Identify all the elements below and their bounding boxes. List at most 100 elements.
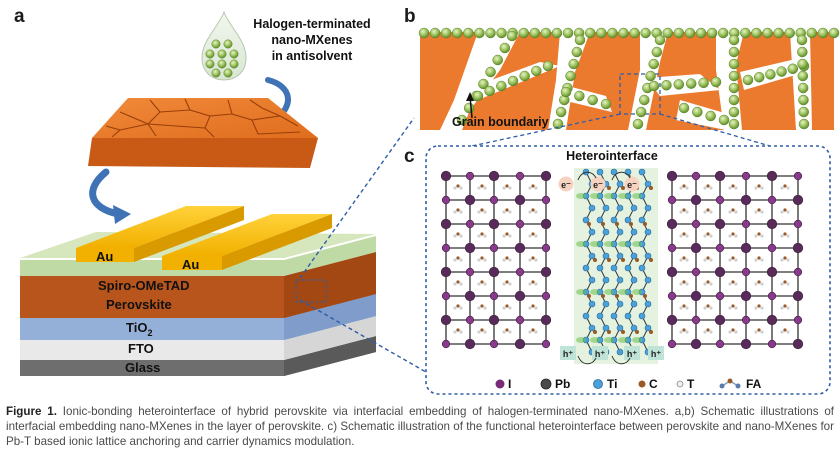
fa-cation xyxy=(685,210,689,214)
fa-cation xyxy=(706,232,710,236)
titanium-atom xyxy=(630,228,638,236)
carbon-atom xyxy=(621,186,625,190)
iodine-atom xyxy=(767,339,777,349)
lead-atom xyxy=(666,266,678,278)
fa-cation xyxy=(709,210,713,214)
mxene-particle xyxy=(607,27,618,39)
caption-label: Figure 1. xyxy=(6,405,57,418)
fa-cation xyxy=(783,184,787,188)
fa-cation xyxy=(456,232,460,236)
mxene-particle xyxy=(205,59,215,69)
fa-cation xyxy=(783,232,787,236)
mxene-particle xyxy=(797,70,809,82)
fa-cation xyxy=(534,186,538,190)
fa-cation xyxy=(760,210,764,214)
fa-cation xyxy=(682,232,686,236)
mxene-particle xyxy=(574,34,586,46)
lead-atom xyxy=(766,266,778,278)
fa-cation xyxy=(483,186,487,190)
fa-cation xyxy=(786,186,790,190)
fa-cation xyxy=(783,208,787,212)
hole-box xyxy=(560,346,576,360)
titanium-atom xyxy=(630,300,638,308)
mxene-particle xyxy=(584,27,596,39)
panel-a-letter: a xyxy=(14,6,25,27)
fa-cation xyxy=(508,234,512,238)
titanium-atom xyxy=(582,264,590,272)
mxene-particle xyxy=(648,80,660,92)
mxene-particle xyxy=(698,77,709,89)
zoom-box-a xyxy=(295,279,327,303)
lead-atom xyxy=(766,170,778,182)
lead-atom xyxy=(488,218,500,230)
titanium-atom xyxy=(624,264,632,272)
fa-cation xyxy=(731,280,735,284)
charge-density-lobe xyxy=(590,337,600,343)
fa-cation xyxy=(728,258,732,262)
charge-density-lobe xyxy=(590,241,600,247)
titanium-atom xyxy=(616,276,624,284)
spiro-label: Spiro-OMeTAD xyxy=(98,278,189,293)
titanium-atom xyxy=(616,300,624,308)
iodine-atom xyxy=(465,171,475,181)
titanium-atom xyxy=(610,216,618,224)
legend-ti-label: Ti xyxy=(607,377,617,391)
fa-cation xyxy=(754,258,758,262)
fa-cation xyxy=(477,258,481,262)
fa-cation xyxy=(703,210,707,214)
lead-atom xyxy=(464,338,476,350)
figure-caption: Figure 1. Ionic-bonding heterointerface … xyxy=(6,404,834,449)
mxene-particle xyxy=(555,106,567,118)
fa-cation xyxy=(786,306,790,310)
iodine-atom xyxy=(515,219,525,229)
mxene-particle xyxy=(587,94,598,106)
mxene-particle xyxy=(645,70,656,82)
fa-cation xyxy=(453,306,457,310)
lead-atom xyxy=(440,266,452,278)
legend-t-swatch xyxy=(676,380,684,388)
fa-cation xyxy=(528,186,532,190)
titanium-atom xyxy=(638,312,646,320)
iodine-atom xyxy=(541,195,551,205)
fa-cation xyxy=(786,282,790,286)
mxene-particle xyxy=(651,46,663,58)
iodine-atom xyxy=(715,243,725,253)
fa-cation xyxy=(508,306,512,310)
fa-cation xyxy=(685,186,689,190)
mxene-particle xyxy=(692,106,703,118)
titanium-atom xyxy=(616,348,624,356)
hole-box xyxy=(592,346,608,360)
titanium-atom xyxy=(596,216,604,224)
lead-atom xyxy=(690,242,702,254)
mxene-particle xyxy=(568,58,579,70)
fa-cation xyxy=(786,234,790,238)
mxene-particle xyxy=(640,27,651,39)
charge-density-lobe xyxy=(576,241,586,247)
fa-cation xyxy=(754,210,758,214)
iodine-atom xyxy=(441,339,451,349)
electron-circle xyxy=(624,176,640,192)
charge-density-lobe xyxy=(618,289,628,295)
electron-circle xyxy=(590,176,606,192)
charge-density-lobe xyxy=(590,289,600,295)
legend-i-label: I xyxy=(508,377,511,391)
iodine-atom xyxy=(515,267,525,277)
fa-cation xyxy=(480,304,484,308)
antisolvent-label-line-2: nano-MXenes xyxy=(271,33,352,47)
titanium-atom xyxy=(588,204,596,212)
charge-density-lobe xyxy=(576,193,586,199)
iodine-atom xyxy=(489,243,499,253)
titanium-atom xyxy=(588,228,596,236)
mxene-particle xyxy=(678,102,690,114)
panel-c-letter: c xyxy=(404,146,415,167)
fa-cation xyxy=(483,282,487,286)
carbon-atom xyxy=(607,330,611,334)
fa-cation xyxy=(508,186,512,190)
legend-t-label: T xyxy=(687,377,695,391)
fa-cation xyxy=(734,234,738,238)
fa-cation xyxy=(780,186,784,190)
titanium-atom xyxy=(624,216,632,224)
fa-cation xyxy=(502,330,506,334)
fa-cation xyxy=(480,232,484,236)
charge-density-lobe xyxy=(632,337,642,343)
